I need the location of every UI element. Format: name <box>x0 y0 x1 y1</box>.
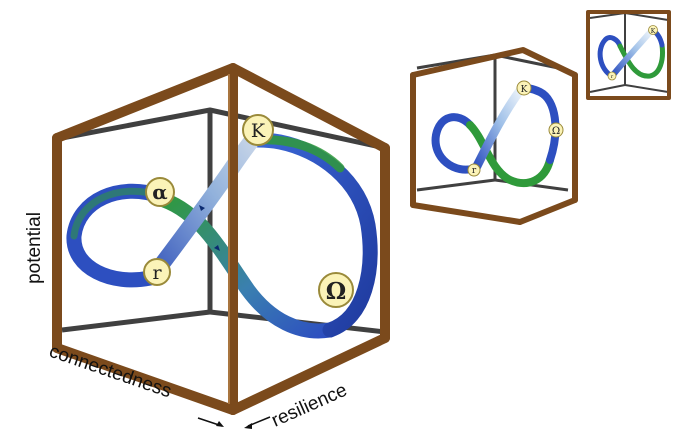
svg-text:α: α <box>152 180 167 204</box>
ribbon-collapse-strand <box>158 198 330 331</box>
svg-text:K: K <box>521 85 528 95</box>
svg-text:K: K <box>251 120 266 142</box>
medium-cube: K r Ω <box>413 50 575 222</box>
axis-label-connectedness: connectedness <box>46 341 174 402</box>
small-phase-label-K: K <box>649 26 658 36</box>
phase-label-r: r <box>144 259 170 285</box>
small-ribbon <box>600 30 662 76</box>
axis-label-potential: potential <box>24 212 45 284</box>
phase-label-omega: Ω <box>319 273 353 307</box>
svg-text:K: K <box>651 28 656 35</box>
svg-text:Ω: Ω <box>326 278 346 305</box>
ribbon-conservation-loop <box>258 140 370 330</box>
medium-phase-label-omega: Ω <box>549 123 563 137</box>
svg-text:r: r <box>472 166 477 176</box>
connectedness-arrow <box>198 418 224 427</box>
phase-label-K: K <box>243 115 273 145</box>
svg-text:Ω: Ω <box>552 126 560 137</box>
medium-phase-label-K: K <box>517 81 531 95</box>
resilience-arrow <box>244 417 270 429</box>
medium-phase-label-r: r <box>468 164 480 176</box>
svg-text:r: r <box>152 262 162 284</box>
phase-label-alpha: α <box>146 178 174 206</box>
small-cube: K r <box>588 12 669 98</box>
small-phase-label-r: r <box>608 72 616 80</box>
